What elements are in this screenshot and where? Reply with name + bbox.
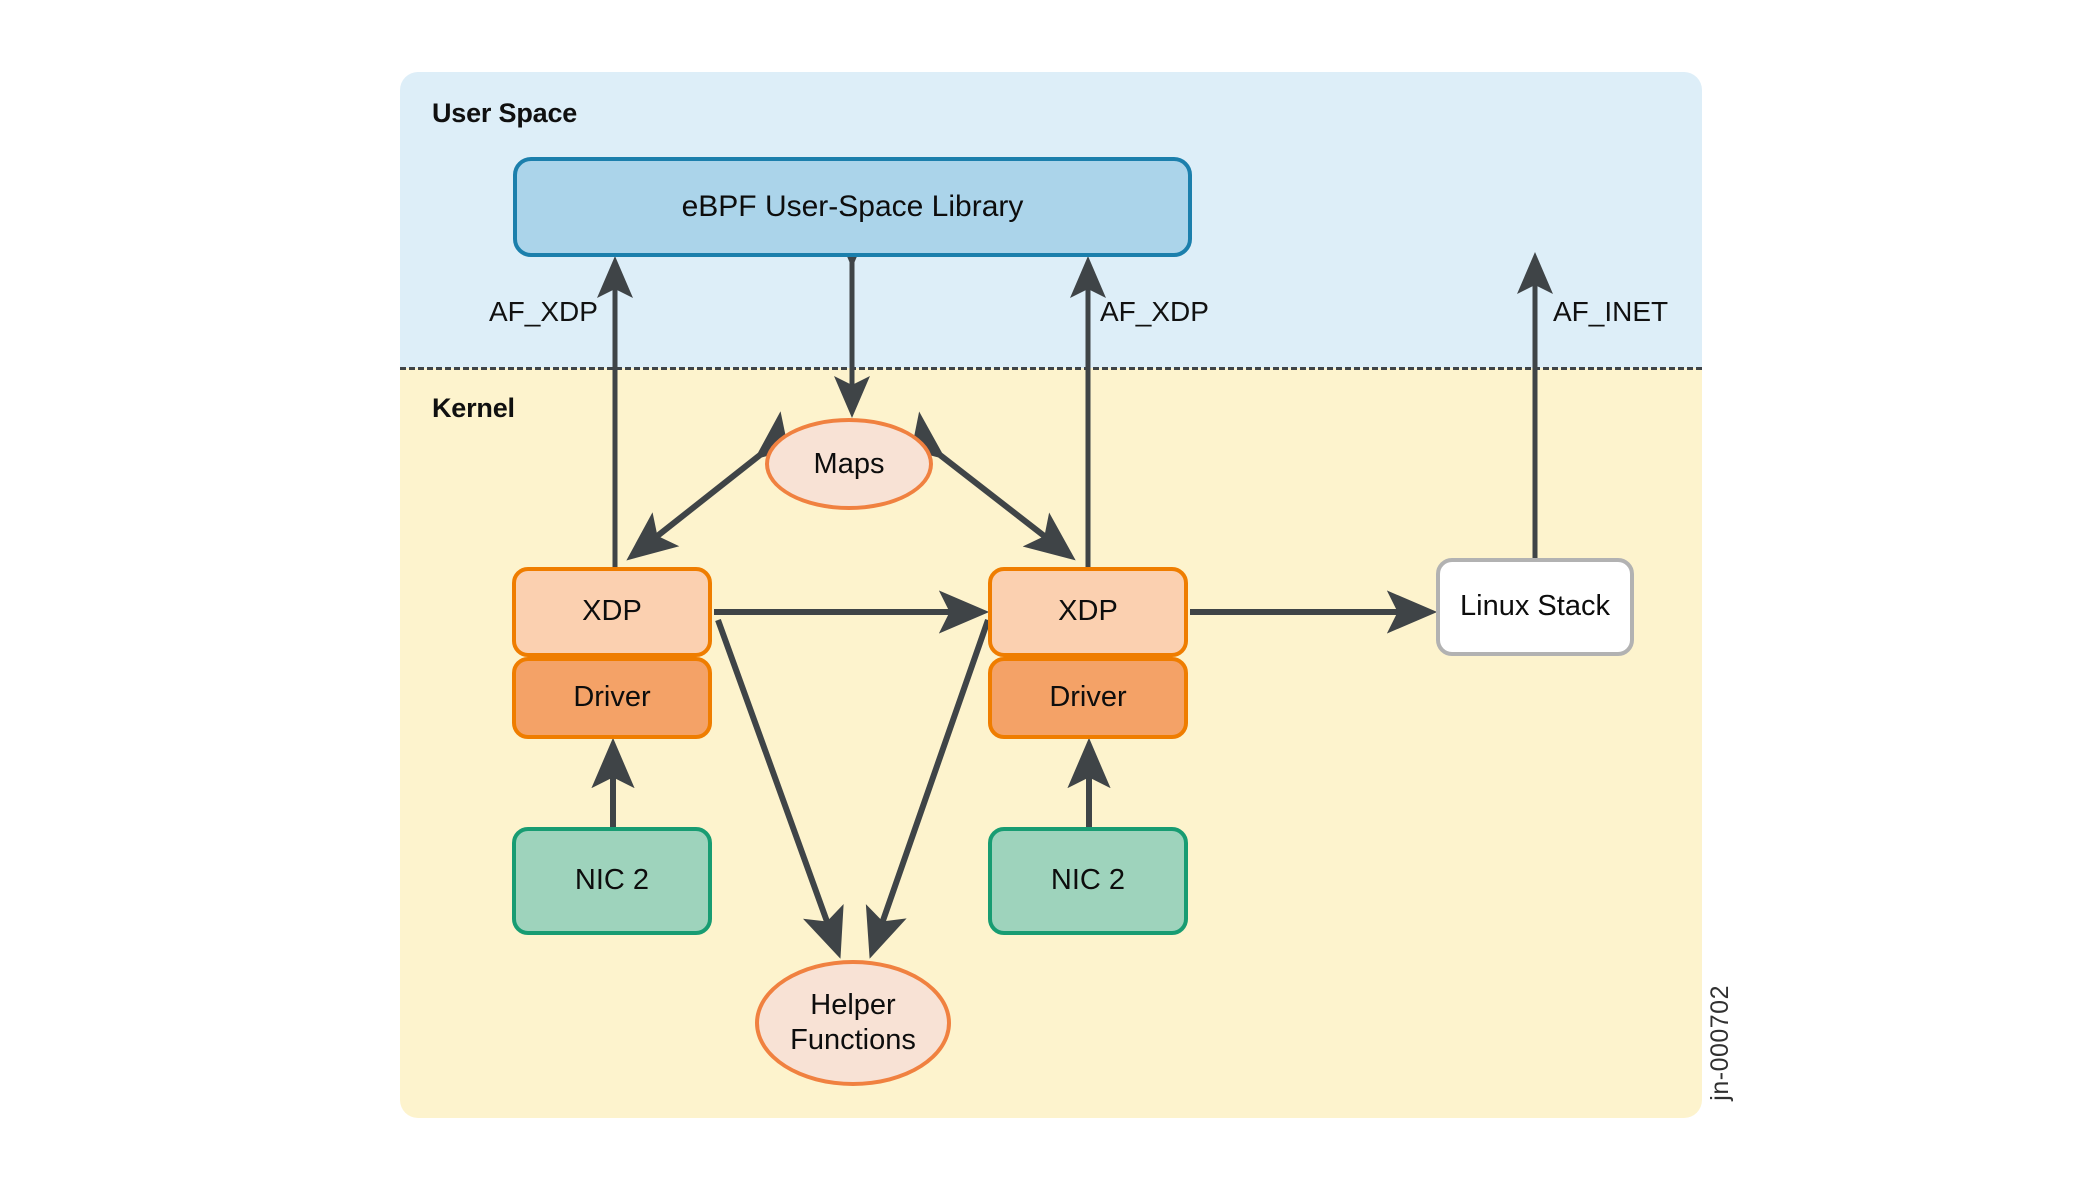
node-xdp-right[interactable]: XDP bbox=[988, 567, 1188, 657]
node-linux-stack[interactable]: Linux Stack bbox=[1436, 558, 1634, 656]
kernel-zone-label: Kernel bbox=[432, 393, 515, 423]
helper-functions-label: Helper Functions bbox=[790, 988, 916, 1058]
node-maps[interactable]: Maps bbox=[765, 418, 933, 510]
user-kernel-divider bbox=[400, 367, 1702, 370]
node-driver-left[interactable]: Driver bbox=[512, 657, 712, 739]
helper-functions-label-line1: Helper bbox=[810, 989, 896, 1022]
node-driver-right[interactable]: Driver bbox=[988, 657, 1188, 739]
document-id-caption: jn-000702 bbox=[1706, 985, 1734, 1101]
node-xdp-left[interactable]: XDP bbox=[512, 567, 712, 657]
node-ebpf-user-space-library[interactable]: eBPF User-Space Library bbox=[513, 157, 1192, 257]
node-nic-right[interactable]: NIC 2 bbox=[988, 827, 1188, 935]
node-helper-functions[interactable]: Helper Functions bbox=[755, 960, 951, 1086]
kernel-zone bbox=[400, 368, 1702, 1118]
node-nic-left[interactable]: NIC 2 bbox=[512, 827, 712, 935]
edge-label-af-xdp-left: AF_XDP bbox=[489, 296, 598, 327]
edge-label-af-xdp-right: AF_XDP bbox=[1100, 296, 1209, 327]
user-space-zone-label: User Space bbox=[432, 98, 578, 128]
helper-functions-label-line2: Functions bbox=[790, 1024, 916, 1056]
edge-label-af-inet: AF_INET bbox=[1553, 296, 1669, 327]
